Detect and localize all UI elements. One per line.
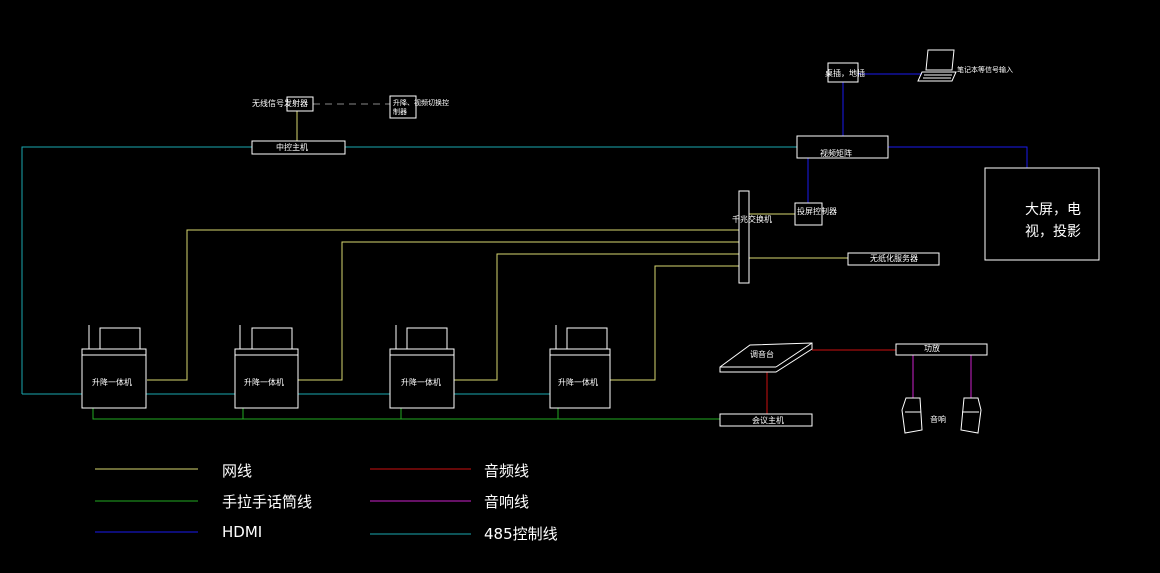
conference-host-label: 会议主机 (752, 416, 784, 425)
gigabit-switch-box (738, 190, 750, 284)
lift-switch-ctrl-box (389, 95, 417, 119)
mixer-icon (719, 342, 813, 373)
hdmi-lines (807, 73, 1028, 203)
lift-terminal-1 (81, 325, 147, 409)
big-screen-label: 大屏，电视，投影 (1025, 202, 1081, 240)
keyboard-box (827, 62, 859, 83)
paperless-server-box (847, 252, 940, 266)
audio-lines (766, 349, 896, 414)
network-lines (147, 111, 848, 381)
legend-label-hdmi: HDMI (222, 523, 263, 541)
legend-label-audio: 音频线 (484, 462, 530, 480)
central-ctrl-label: 中控主机 (276, 143, 308, 152)
speaker-icons (901, 397, 982, 434)
lift-terminal-4-label: 升降一体机 (558, 378, 598, 387)
legend-label-network: 网线 (222, 462, 253, 480)
wireless-tx-label: 无线信号发射器 (252, 99, 308, 108)
laptop-input-label: 笔记本等信号输入 (957, 66, 1013, 74)
speaker-left (901, 397, 923, 434)
legend-label-mic: 手拉手话筒线 (222, 493, 313, 511)
lift-terminal-4 (549, 325, 611, 409)
lift-terminals (81, 325, 611, 409)
legend-label-speaker: 音响线 (484, 493, 530, 511)
control-lines (21, 146, 797, 395)
lift-terminal-2 (234, 325, 299, 409)
wireless-tx-box (286, 96, 314, 112)
mixer-label: 调音台 (750, 350, 774, 359)
lift-terminal-1-label: 升降一体机 (92, 378, 132, 387)
video-matrix-label: 视频矩阵 (820, 149, 852, 158)
laptop-icon (917, 49, 957, 82)
keyboard-label: 桌插，地插 (825, 69, 865, 78)
lift-terminal-3-label: 升降一体机 (401, 378, 441, 387)
central-ctrl-box (251, 140, 346, 155)
speaker-right (960, 397, 982, 434)
speaker-label: 音响 (930, 415, 946, 424)
conference-host-box (719, 413, 813, 427)
device-boxes (251, 62, 1100, 427)
legend-swatches (95, 468, 471, 535)
gigabit-switch-label: 千兆交换机 (732, 215, 772, 224)
speaker-lines (912, 355, 972, 398)
lift-terminal-3 (389, 325, 455, 409)
projector-ctrl-label: 投屏控制器 (797, 207, 837, 216)
projector-ctrl-box (794, 202, 823, 226)
mic-chain-lines (92, 408, 720, 420)
amplifier-box (895, 343, 988, 356)
legend-label-485: 485控制线 (484, 525, 558, 543)
lift-terminal-2-label: 升降一体机 (244, 378, 284, 387)
big-screen-box (984, 167, 1100, 261)
lift-switch-ctrl-label: 升降、视频切换控制器 (393, 99, 449, 116)
paperless-server-label: 无纸化服务器 (870, 254, 918, 263)
amplifier-label: 功放 (924, 344, 940, 353)
video-matrix-box (796, 135, 889, 159)
